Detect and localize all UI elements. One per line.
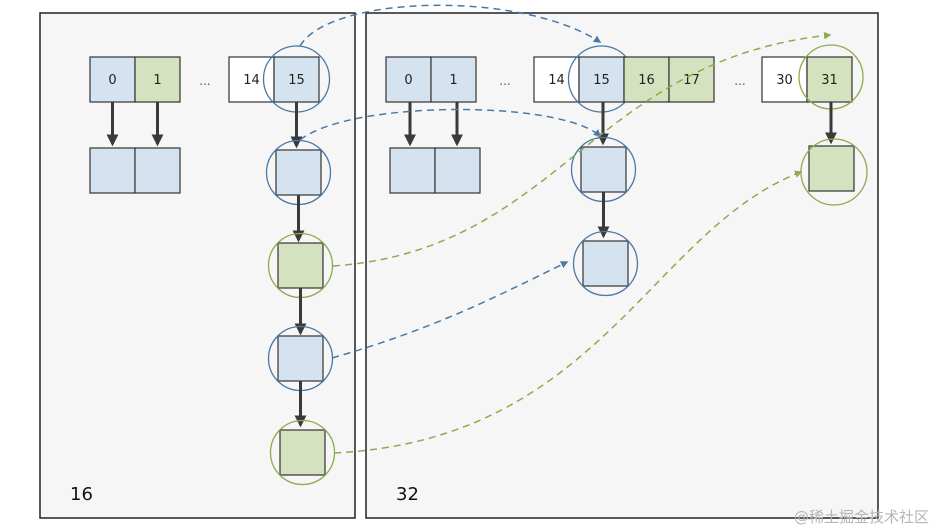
right-bucket-1-label: 1 [449,73,457,88]
right-bucket-31-label: 31 [821,73,838,88]
right-bucket-14-label: 14 [548,73,565,88]
right-chain-15-node-1 [580,146,627,193]
right-bucket-0 [385,56,432,103]
move-node1-arrow [299,108,602,141]
move-node3-arrow [331,261,569,359]
left-bucket-15-label: 15 [288,73,305,88]
left-ellipsis: ... [199,74,210,88]
left-bucket-array: 0 1 ... 14 15 [89,45,331,113]
right-ellipsis-1: ... [499,74,510,88]
right-node-b0 [389,147,436,194]
left-bucket-15 [273,56,320,103]
left-node-b1 [134,147,181,194]
right-bucket-0-label: 0 [404,73,412,88]
right-chain-15-node-2 [582,240,629,287]
move-bucket15-arrow [299,4,602,47]
right-bucket-17 [668,56,715,103]
right-bucket-15-label: 15 [593,73,610,88]
left-node-b0 [89,147,136,194]
left-bucket-1-label: 1 [153,73,161,88]
right-bucket-30-label: 30 [776,73,793,88]
left-chain-node-1 [275,149,322,196]
left-chain-node-4 [279,429,326,476]
left-panel-label: 16 [70,484,93,505]
move-node4-arrow [333,170,803,454]
right-node-b1 [434,147,481,194]
left-chain-node-3 [277,335,324,382]
move-node2-arrow [332,31,832,267]
right-bucket-15 [578,56,625,103]
watermark: @稀土掘金技术社区 [794,508,929,526]
left-chain-node-2 [277,242,324,289]
right-panel-label: 32 [396,484,419,505]
right-chain-15-node-2-ring [572,230,639,297]
right-ellipsis-2: ... [734,74,745,88]
right-chain-31-node-1 [808,145,855,192]
right-bucket-1 [430,56,477,103]
right-bucket-31 [806,56,853,103]
right-bucket-array: 0 1 ... 14 15 16 17 ... 30 31 [385,44,864,113]
left-bucket-0-label: 0 [108,73,116,88]
right-bucket-16-label: 16 [638,73,655,88]
right-chain-15 [570,102,639,297]
left-chain [265,102,336,486]
left-bucket-14-label: 14 [243,73,260,88]
